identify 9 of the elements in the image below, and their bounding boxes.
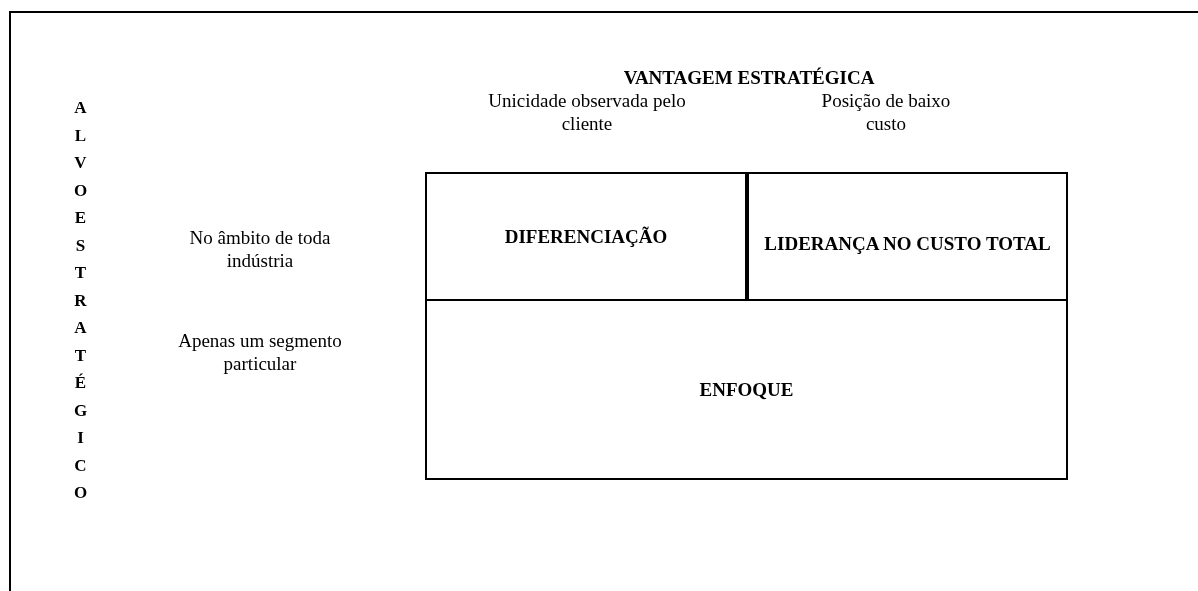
- strategy-box: ENFOQUE: [425, 299, 1068, 480]
- row-label: Apenas um segmento particular: [177, 329, 343, 375]
- row-label: No âmbito de toda indústria: [188, 226, 332, 272]
- strategy-box: LIDERANÇA NO CUSTO TOTAL: [746, 172, 1068, 301]
- strategy-box: DIFERENCIAÇÃO: [425, 172, 748, 301]
- title: VANTAGEM ESTRATÉGICA: [622, 66, 876, 89]
- vertical-axis-label: ALVO ESTRATÉGICO: [72, 97, 89, 504]
- column-label: Posição de baixo custo: [820, 89, 952, 135]
- column-label: Unicidade observada pelo cliente: [487, 89, 687, 135]
